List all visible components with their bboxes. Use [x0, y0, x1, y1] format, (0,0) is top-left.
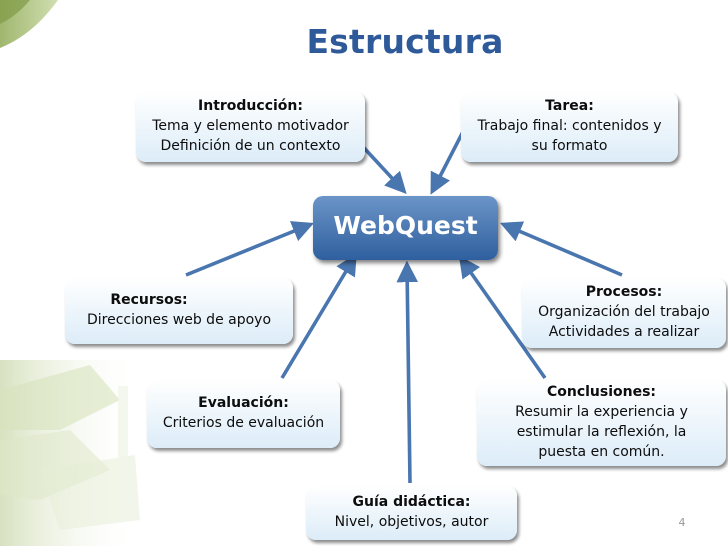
box-tarea: Tarea: Trabajo final: contenidos y su fo…	[461, 92, 678, 162]
box-procesos: Procesos: Organización del trabajo Activ…	[522, 278, 726, 348]
guia-line-1: Nivel, objetivos, autor	[334, 514, 489, 530]
recursos-line-1: Direcciones web de apoyo	[86, 312, 272, 328]
arrow-conclusiones	[458, 255, 547, 380]
evaluacion-line-1: Criterios de evaluación	[162, 415, 325, 431]
box-guia-didactica: Guía didáctica: Nivel, objetivos, autor	[306, 486, 517, 540]
guia-heading: Guía didáctica:	[352, 494, 471, 510]
box-evaluacion: Evaluación: Criterios de evaluación	[147, 380, 340, 448]
box-introduccion: Introducción: Tema y elemento motivador …	[136, 92, 365, 162]
arrow-guia	[396, 260, 419, 484]
conclusiones-line-1: Resumir la experiencia y	[515, 404, 688, 420]
procesos-heading: Procesos:	[585, 284, 663, 300]
box-recursos: Recursos: Direcciones web de apoyo	[65, 278, 293, 344]
introduccion-heading: Introducción:	[198, 98, 303, 114]
arrow-evaluacion	[280, 253, 357, 379]
procesos-line-1: Organización del trabajo	[538, 304, 710, 320]
tarea-line-1: Trabajo final: contenidos y	[477, 118, 662, 134]
procesos-line-2: Actividades a realizar	[548, 324, 700, 340]
evaluacion-heading: Evaluación:	[198, 395, 289, 411]
tarea-line-2: su formato	[531, 138, 608, 154]
arrow-recursos	[185, 221, 315, 277]
conclusiones-line-2: estimular la reflexión, la	[516, 424, 687, 440]
conclusiones-line-3: puesta en común.	[538, 444, 665, 460]
slide-title: Estructura	[306, 22, 504, 61]
introduccion-line-2: Definición de un contexto	[160, 138, 341, 154]
introduccion-line-1: Tema y elemento motivador	[152, 118, 349, 134]
page-number: 4	[678, 516, 686, 529]
box-conclusiones: Conclusiones: Resumir la experiencia y e…	[477, 380, 726, 466]
center-node-webquest: WebQuest	[313, 196, 498, 260]
recursos-heading: Recursos:	[110, 292, 188, 308]
conclusiones-heading: Conclusiones:	[546, 384, 657, 400]
arrow-procesos	[500, 221, 623, 277]
tarea-heading: Tarea:	[545, 98, 594, 114]
